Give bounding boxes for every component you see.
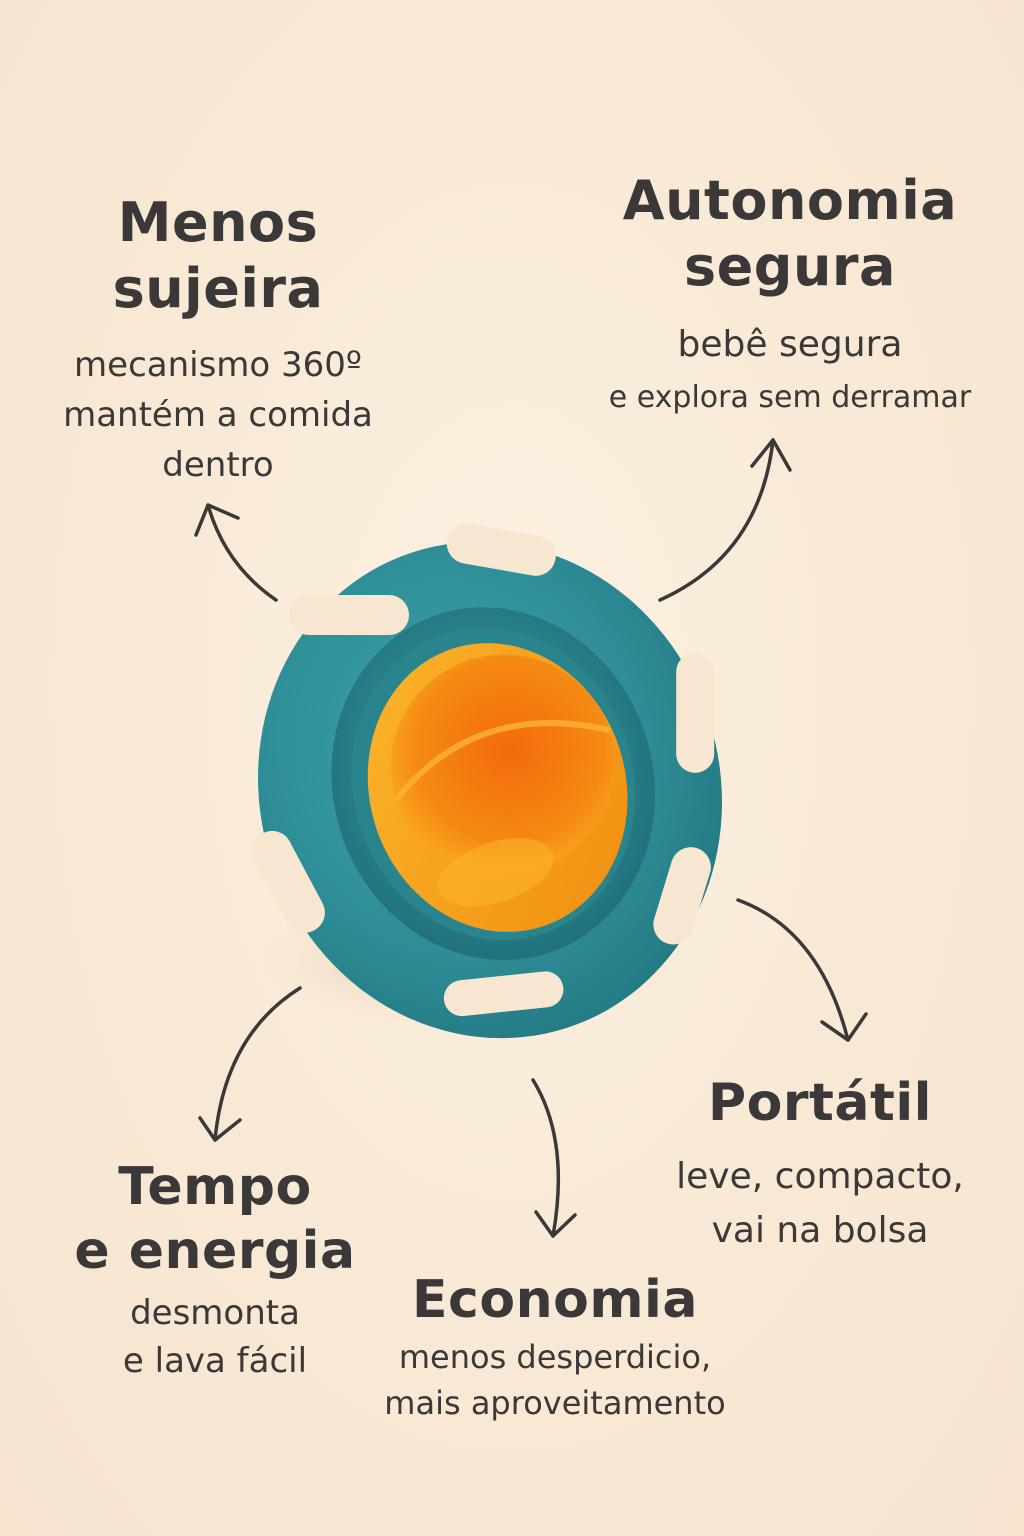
arrow-portatil-icon [736,898,850,1042]
title-line: Tempo [118,1157,312,1217]
arrow-tempo-head-icon [198,1116,242,1142]
arrow-economia-head-icon [534,1210,577,1238]
arrow-portatil-head-icon [820,1012,868,1042]
feature-title: Menos sujeira [18,190,418,322]
title-line: segura [684,235,896,298]
feature-title: Autonomia segura [570,168,1010,300]
arrow-autonomia-icon [658,438,775,602]
gyro-bowl [252,523,722,1039]
feature-title: Economia [412,1270,698,1330]
feature-economia: Economia menos desperdicio, mais aprovei… [345,1268,765,1426]
desc-line: desmonta [130,1293,300,1333]
arrow-autonomia-head-icon [750,438,792,472]
title-line: e energia [74,1221,356,1281]
feature-description: bebê segura [677,324,903,365]
feature-title: Portátil [708,1073,932,1133]
desc-line: e lava fácil [122,1341,308,1381]
feature-description-small: e explora sem derramar [608,380,972,415]
feature-description: leve, compacto, vai na bolsa [630,1150,1010,1258]
desc-line: vai na bolsa [711,1210,929,1251]
feature-tempo-energia: Tempo e energia desmonta e lava fácil [40,1155,390,1385]
feature-description: menos desperdicio, mais aproveitamento [345,1334,765,1426]
title-line: sujeira [112,257,324,320]
arrow-menos-icon [206,503,278,602]
feature-description: desmonta e lava fácil [40,1289,390,1385]
desc-line: leve, compacto, [676,1156,964,1197]
arrow-economia-icon [531,1078,561,1238]
desc-line: mecanismo 360º [74,345,362,385]
feature-description: mecanismo 360º mantém a comida dentro [18,340,418,490]
arrow-tempo-icon [213,986,302,1142]
title-line: Autonomia [622,169,958,232]
feature-title: Tempo e energia [40,1155,390,1283]
desc-line: mantém a comida [63,395,373,435]
title-line: Menos [117,191,319,254]
desc-line: mais aproveitamento [384,1384,726,1422]
feature-menos-sujeira: Menos sujeira mecanismo 360º mantém a co… [18,190,418,490]
feature-autonomia-segura: Autonomia segura bebê segura e explora s… [570,168,1010,420]
feature-portatil: Portátil leve, compacto, vai na bolsa [630,1070,1010,1258]
desc-line: menos desperdicio, [398,1338,712,1376]
desc-line: dentro [162,445,274,485]
arrow-menos-head-icon [194,503,240,537]
